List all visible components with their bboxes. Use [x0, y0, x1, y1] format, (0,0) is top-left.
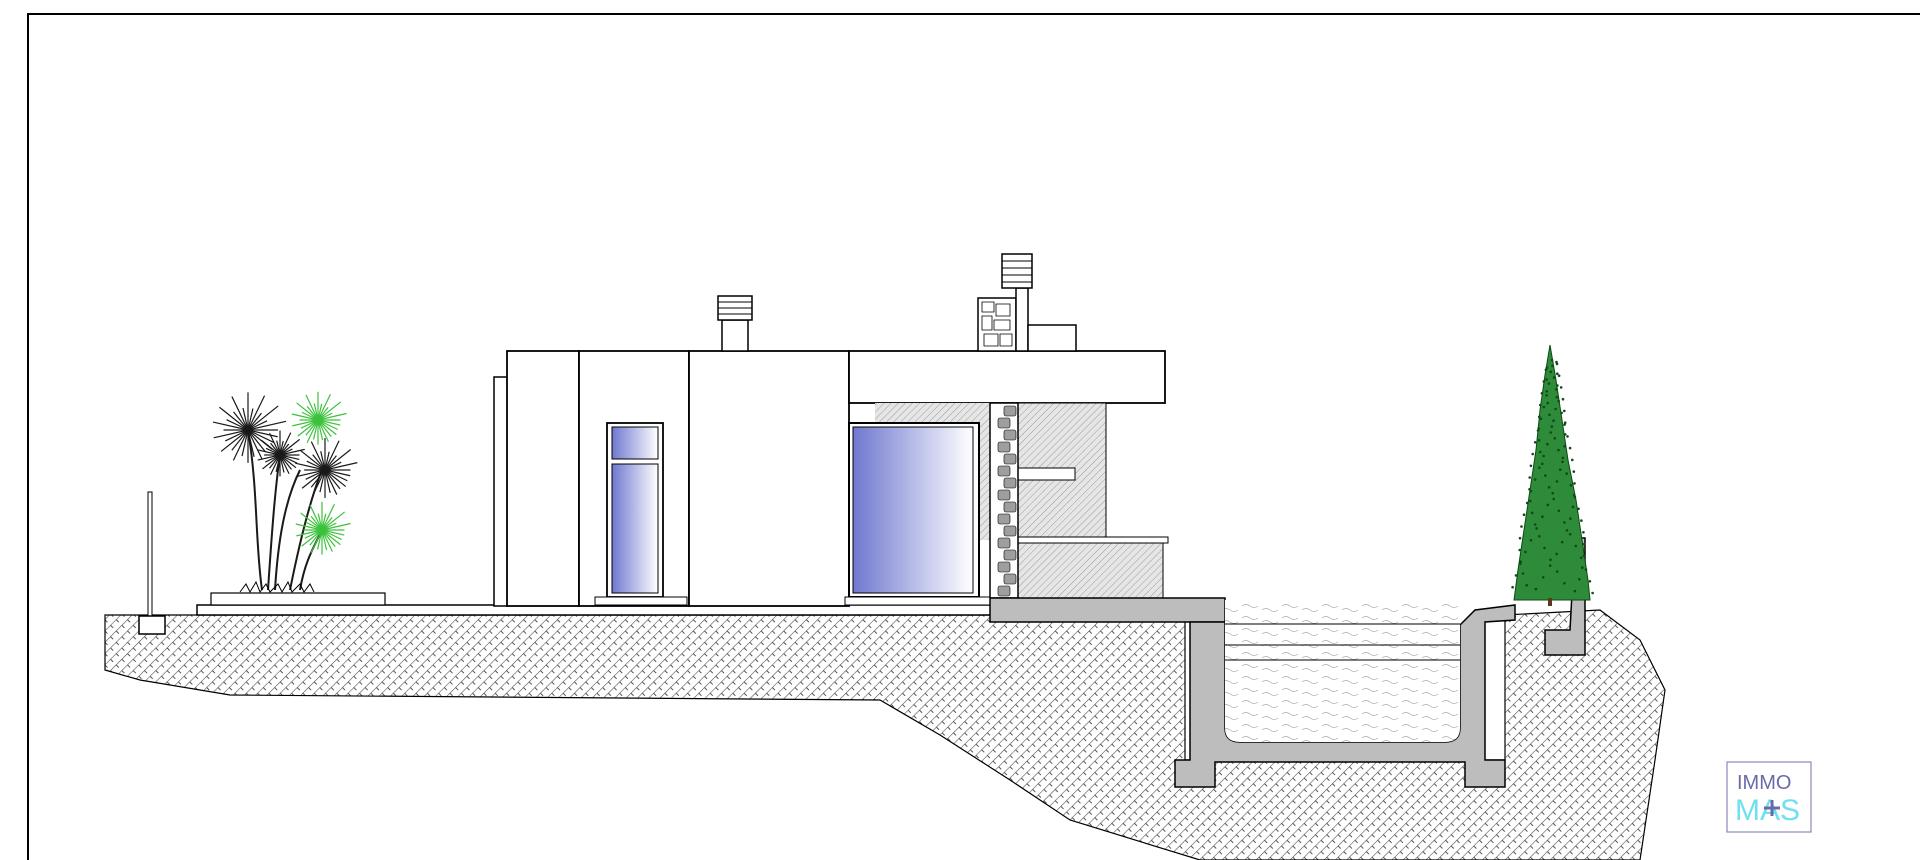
house-side-wall — [493, 376, 509, 607]
terrace-bench — [1017, 536, 1169, 544]
house-block-right — [688, 350, 850, 607]
drawing-frame — [27, 13, 1920, 860]
window-sill — [594, 596, 688, 606]
post-footing — [138, 615, 166, 635]
house-block-left — [506, 350, 580, 607]
planter — [210, 592, 386, 606]
logo-line1: IMMO — [1737, 772, 1791, 794]
stone-cladding — [997, 405, 1017, 597]
planter-grass — [239, 580, 315, 594]
terrace-bench-base — [1017, 542, 1164, 599]
large-window-pane — [852, 426, 974, 594]
logo-line2: MAS — [1735, 794, 1800, 827]
palm-fronds — [212, 391, 358, 555]
pool-steps — [1225, 623, 1460, 661]
immo-mas-logo: IMMO MAS — [1726, 761, 1812, 833]
terrace-ceiling-beam — [1017, 467, 1076, 481]
fence-post — [147, 491, 153, 617]
chimney-right — [977, 253, 1077, 352]
logo-plus-icon — [1764, 800, 1780, 816]
window-pane-top — [611, 426, 659, 460]
pool-water — [1225, 600, 1460, 742]
chimney-left — [717, 295, 753, 352]
cypress-tree — [1511, 344, 1594, 606]
window-pane-bottom — [611, 463, 659, 594]
roof-overhang — [848, 350, 1166, 404]
pool-deck — [989, 597, 1226, 623]
large-window-sill — [844, 596, 991, 606]
